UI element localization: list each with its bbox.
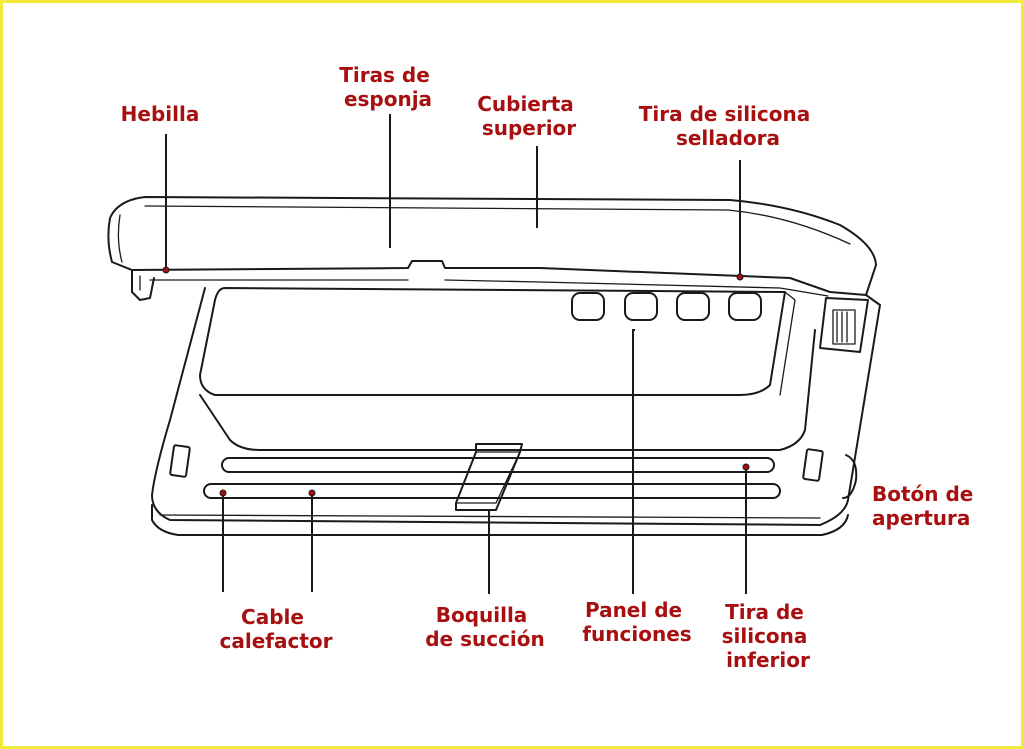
lower-silicone-strip bbox=[221, 457, 775, 473]
lid-top-edge bbox=[144, 205, 851, 245]
lid-front-face bbox=[117, 214, 123, 263]
label-cable-calefactor: Cable calefactor bbox=[220, 605, 333, 653]
label-tira-silicona-inferior: Tira de silicona inferior bbox=[722, 600, 815, 672]
leader-panel-funciones bbox=[632, 329, 635, 594]
vacuum-sealer-drawing bbox=[107, 196, 881, 536]
upper-lid-outline bbox=[107, 196, 877, 296]
base-outline bbox=[151, 287, 881, 526]
point-tira-silicona-selladora bbox=[736, 273, 744, 281]
vacuum-tray bbox=[199, 329, 816, 451]
function-button-4 bbox=[728, 292, 762, 321]
hinge-grille bbox=[832, 309, 856, 345]
label-boquilla-succion: Boquilla de succión bbox=[425, 603, 545, 651]
function-button-3 bbox=[676, 292, 710, 321]
label-boton-apertura: Botón de apertura bbox=[872, 482, 980, 530]
label-hebilla: Hebilla bbox=[121, 102, 200, 126]
point-tira-silicona-inferior bbox=[742, 463, 750, 471]
function-button-2 bbox=[624, 292, 658, 321]
upper-chamber bbox=[199, 287, 786, 396]
point-hebilla bbox=[162, 266, 170, 274]
left-side-slot bbox=[169, 444, 191, 478]
base-bottom-edge bbox=[151, 504, 849, 536]
heating-cable-strip bbox=[203, 483, 781, 499]
buckle-outline bbox=[131, 269, 155, 301]
point-cable-calefactor-2 bbox=[308, 489, 316, 497]
point-cable-calefactor-1 bbox=[219, 489, 227, 497]
hinge-block bbox=[819, 297, 869, 353]
suction-nozzle-face bbox=[455, 451, 521, 504]
label-panel-funciones: Panel de funciones bbox=[582, 598, 691, 646]
lid-under-edge bbox=[149, 279, 829, 297]
opening-button bbox=[842, 454, 858, 499]
leader-lines bbox=[162, 114, 750, 594]
right-side-slot bbox=[802, 448, 824, 482]
suction-nozzle bbox=[455, 443, 523, 511]
label-cubierta-superior: Cubierta superior bbox=[477, 92, 581, 140]
hinge-grille-lines bbox=[836, 311, 848, 343]
upper-chamber-inner bbox=[779, 291, 796, 396]
callout-labels: Hebilla Tiras de esponja Cubierta superi… bbox=[121, 63, 980, 672]
function-button-1 bbox=[571, 292, 605, 321]
label-tiras-esponja: Tiras de esponja bbox=[339, 63, 437, 111]
vacuum-sealer-diagram: Hebilla Tiras de esponja Cubierta superi… bbox=[107, 63, 980, 672]
label-tira-silicona-selladora: Tira de silicona selladora bbox=[639, 102, 817, 150]
